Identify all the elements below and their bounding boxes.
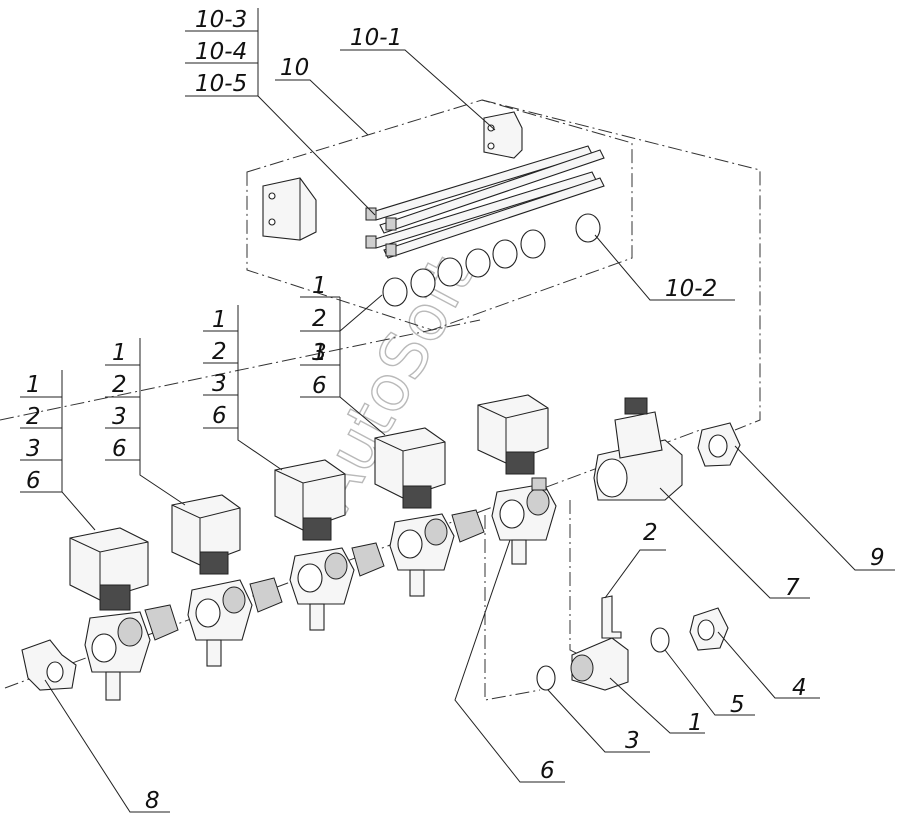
- callout-stack-1: 1 2 3 6: [20, 370, 96, 531]
- stack3-label-2: 2: [212, 339, 227, 365]
- stack2-label-6: 6: [112, 436, 127, 462]
- valve-assembly-5: [477, 394, 557, 565]
- label-4: 4: [792, 675, 807, 701]
- callout-4: 4: [717, 631, 820, 701]
- callout-3: 3: [547, 689, 650, 754]
- stack1-label-1: 1: [26, 372, 41, 398]
- callout-stack-10: 10-3 10-4 10-5 10: [185, 7, 376, 216]
- stack1-label-2: 2: [26, 404, 41, 430]
- callout-8: 8: [44, 679, 170, 814]
- label-3: 3: [625, 728, 640, 754]
- valve-assembly-3: [274, 459, 385, 631]
- callout-stack-4: 1 2: [300, 273, 383, 333]
- callout-stack-3: 1 2 3 6: [203, 305, 283, 471]
- label-2: 2: [643, 520, 658, 546]
- callout-10-2: 10-2: [594, 234, 735, 302]
- stack5-label-1: 1: [312, 340, 327, 366]
- flange-9: [697, 422, 741, 467]
- label-8: 8: [145, 788, 160, 814]
- label-10-2: 10-2: [665, 276, 717, 302]
- stack2-label-3: 3: [112, 404, 127, 430]
- stack4-label-2: 2: [312, 306, 327, 332]
- stack5-label-3: 3: [312, 340, 327, 366]
- valve-assembly-1: [69, 527, 179, 701]
- callout-10-1: 10-1: [340, 25, 496, 131]
- tie-rods: [365, 145, 605, 259]
- valve-assembly-2: [171, 494, 283, 667]
- callout-6: 6: [454, 539, 565, 784]
- stack2-label-1: 1: [112, 340, 127, 366]
- callout-stack-2: 1 2 3 6: [105, 338, 186, 506]
- label-10-4: 10-4: [195, 39, 247, 65]
- valve-assembly-4: [374, 427, 485, 597]
- label-5: 5: [730, 692, 745, 718]
- callout-7: 7: [659, 487, 810, 601]
- label-10-1: 10-1: [350, 25, 402, 51]
- label-10-5: 10-5: [195, 71, 247, 97]
- label-1: 1: [688, 710, 703, 736]
- end-fitting-8: [21, 639, 77, 691]
- bracket-left: [262, 177, 317, 241]
- small-parts-group: [536, 595, 729, 691]
- stack3-label-1: 1: [212, 307, 227, 333]
- callout-5: 5: [664, 649, 755, 718]
- callout-2: 2: [604, 520, 666, 599]
- callout-9: 9: [734, 445, 895, 571]
- callout-1: 1: [609, 677, 705, 736]
- stack5-label-6: 6: [312, 373, 327, 399]
- o-rings: [382, 213, 601, 307]
- stack2-label-2: 2: [112, 372, 127, 398]
- stack1-label-6: 6: [26, 468, 41, 494]
- bracket-right: [483, 111, 523, 159]
- callout-stack-5: 1 2 3 6: [300, 330, 386, 436]
- label-9: 9: [870, 545, 885, 571]
- label-6: 6: [540, 758, 555, 784]
- label-7: 7: [785, 575, 800, 601]
- stack1-label-3: 3: [26, 436, 41, 462]
- label-10-3: 10-3: [195, 7, 247, 33]
- stack4-label-1: 1: [312, 273, 327, 299]
- stack3-label-3: 3: [212, 371, 227, 397]
- inlet-body-7: [593, 397, 683, 501]
- stack3-label-6: 6: [212, 403, 227, 429]
- kit-10-outline: [246, 99, 761, 431]
- label-10: 10: [280, 55, 309, 81]
